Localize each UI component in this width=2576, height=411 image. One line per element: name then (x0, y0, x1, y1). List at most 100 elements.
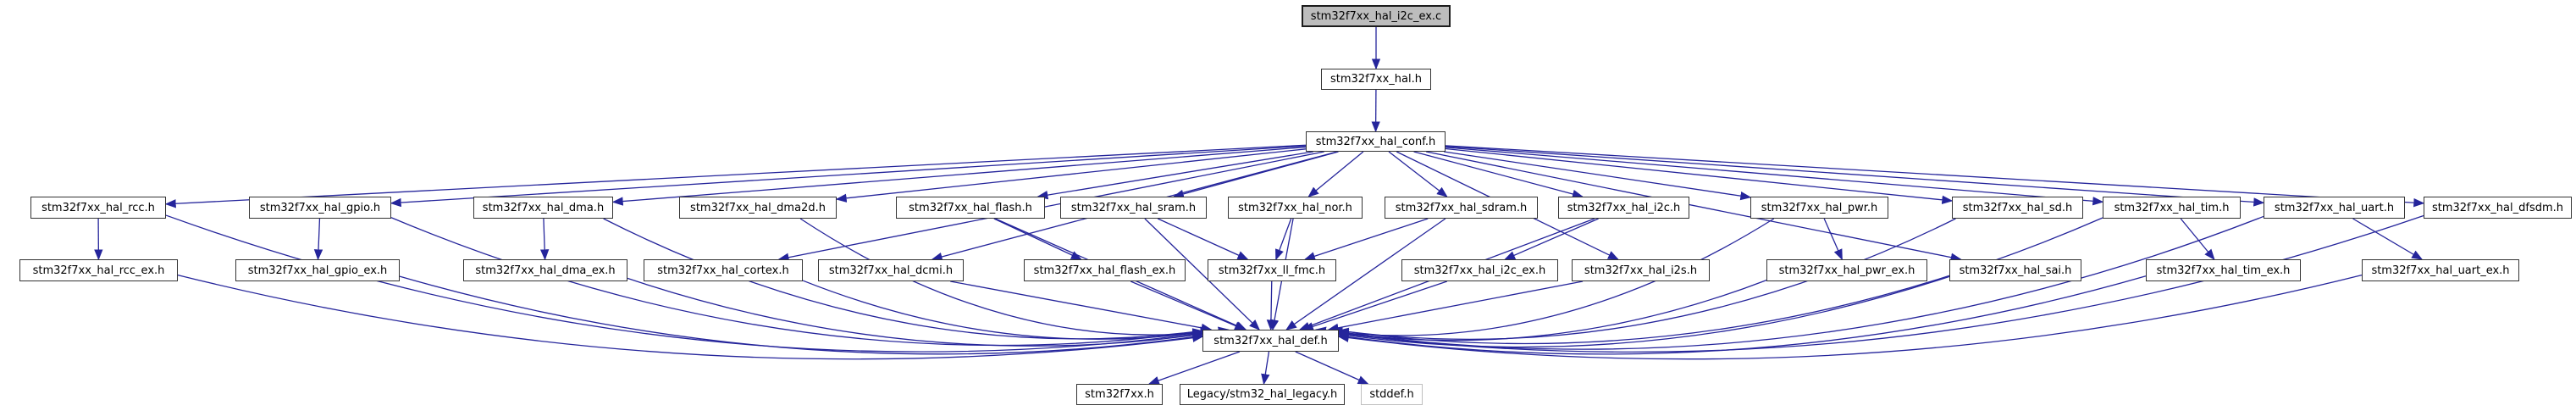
edge-sd-def (1331, 218, 1956, 340)
edge-uart_ex-def (1337, 274, 2363, 360)
edge-gpio_ex-def (399, 275, 1204, 355)
node-label: stm32f7xx_hal_nor.h (1238, 201, 1352, 214)
node-label: stm32f7xx.h (1085, 388, 1154, 401)
edge-nor-ll_fmc (1275, 218, 1292, 261)
node-f7xx[interactable]: stm32f7xx.h (1076, 384, 1163, 405)
edge-dma2d-def (799, 218, 1230, 336)
edge-gpio-gpio_ex (313, 218, 323, 261)
node-label: stm32f7xx_hal_i2c_ex.h (1413, 264, 1546, 277)
edge-dcmi-def (950, 280, 1213, 332)
node-label: stm32f7xx_hal_dma.h (482, 201, 605, 214)
node-label: stm32f7xx_hal_sai.h (1959, 264, 2072, 277)
node-rcc_ex[interactable]: stm32f7xx_hal_rcc_ex.h (19, 259, 178, 281)
node-sd[interactable]: stm32f7xx_hal_sd.h (1952, 197, 2083, 219)
node-hal[interactable]: stm32f7xx_hal.h (1321, 69, 1431, 90)
node-label: stm32f7xx_hal_sram.h (1070, 201, 1197, 214)
edge-def-f7xx (1147, 351, 1241, 385)
node-label: stm32f7xx_hal_i2c.h (1567, 201, 1681, 214)
node-gpio[interactable]: stm32f7xx_hal_gpio.h (249, 197, 391, 219)
edge-dfsdm-def (1337, 214, 2424, 353)
node-label: stm32f7xx_hal_def.h (1213, 334, 1328, 347)
node-pwr[interactable]: stm32f7xx_hal_pwr.h (1750, 197, 1888, 219)
edge-def-legacy (1261, 351, 1270, 386)
node-uart_ex[interactable]: stm32f7xx_hal_uart_ex.h (2362, 259, 2519, 281)
edge-rcc_ex-def (177, 274, 1204, 360)
node-tim_ex[interactable]: stm32f7xx_hal_tim_ex.h (2146, 259, 2301, 281)
edge-sdram-def (1285, 218, 1446, 330)
edge-sdram-ll_fmc (1304, 218, 1429, 261)
node-def[interactable]: stm32f7xx_hal_def.h (1202, 330, 1339, 352)
node-sram[interactable]: stm32f7xx_hal_sram.h (1060, 197, 1207, 219)
node-cortex[interactable]: stm32f7xx_hal_cortex.h (644, 259, 803, 281)
node-dma2d[interactable]: stm32f7xx_hal_dma2d.h (679, 197, 837, 219)
node-i2c[interactable]: stm32f7xx_hal_i2c.h (1558, 197, 1689, 219)
node-legacy[interactable]: Legacy/stm32_hal_legacy.h (1180, 384, 1345, 405)
node-gpio_ex[interactable]: stm32f7xx_hal_gpio_ex.h (235, 259, 400, 281)
node-label: stm32f7xx_hal_dcmi.h (828, 264, 954, 277)
edge-conf-dma2d (835, 148, 1307, 203)
node-flash_ex[interactable]: stm32f7xx_hal_flash_ex.h (1024, 259, 1186, 281)
node-conf[interactable]: stm32f7xx_hal_conf.h (1306, 131, 1446, 152)
edge-uart-def (1337, 215, 2264, 350)
node-label: stm32f7xx_hal_dma_ex.h (475, 264, 616, 277)
node-pwr_ex[interactable]: stm32f7xx_hal_pwr_ex.h (1766, 259, 1927, 281)
edge-rcc-def (165, 214, 1204, 353)
node-label: stm32f7xx_hal_gpio.h (259, 201, 381, 214)
node-label: stm32f7xx_hal_pwr_ex.h (1778, 264, 1915, 277)
edge-flash_ex-def (1130, 280, 1246, 330)
edge-conf-gpio (390, 145, 1307, 208)
node-label: stm32f7xx_hal_rcc.h (41, 201, 155, 214)
edge-conf-tim (1445, 147, 2104, 206)
edge-conf-sai (1426, 151, 1962, 262)
edge-flash-flash_ex (993, 218, 1082, 260)
edge-conf-nor (1307, 151, 1364, 197)
node-label: Legacy/stm32_hal_legacy.h (1186, 388, 1338, 401)
node-tim[interactable]: stm32f7xx_hal_tim.h (2103, 197, 2241, 219)
edge-dma_ex-def (627, 277, 1204, 347)
node-ll_fmc[interactable]: stm32f7xx_ll_fmc.h (1208, 259, 1336, 281)
node-label: stm32f7xx_hal_sdram.h (1395, 201, 1528, 214)
edge-conf-sdram (1388, 151, 1448, 197)
edge-conf-pwr (1444, 151, 1752, 201)
node-label: stm32f7xx_hal_i2s.h (1584, 264, 1698, 277)
node-label: stm32f7xx_hal_uart.h (2274, 201, 2395, 214)
node-label: stm32f7xx_hal_gpio_ex.h (247, 264, 388, 277)
node-flash[interactable]: stm32f7xx_hal_flash.h (896, 197, 1045, 219)
edge-pwr_ex-def (1337, 279, 1767, 342)
node-nor[interactable]: stm32f7xx_hal_nor.h (1228, 197, 1363, 219)
edge-conf-i2c (1413, 151, 1584, 199)
edge-conf-dma (611, 146, 1307, 206)
node-label: stm32f7xx_hal_cortex.h (657, 264, 789, 277)
node-label: stm32f7xx_hal_dfsdm.h (2431, 201, 2564, 214)
edge-uart-uart_ex (2352, 218, 2424, 260)
node-dma_ex[interactable]: stm32f7xx_hal_dma_ex.h (463, 259, 627, 281)
node-label: stm32f7xx_hal_i2c_ex.c (1310, 9, 1442, 23)
node-rcc[interactable]: stm32f7xx_hal_rcc.h (30, 197, 166, 219)
node-dfsdm[interactable]: stm32f7xx_hal_dfsdm.h (2424, 197, 2572, 219)
node-label: stm32f7xx_hal.h (1330, 73, 1422, 86)
node-uart[interactable]: stm32f7xx_hal_uart.h (2264, 197, 2405, 219)
edge-conf-cortex (777, 151, 1324, 262)
node-i2s[interactable]: stm32f7xx_hal_i2s.h (1572, 259, 1710, 281)
node-label: stm32f7xx_ll_fmc.h (1218, 264, 1326, 277)
edge-gpio-def (390, 217, 1204, 347)
edge-dma-dma_ex (539, 218, 550, 261)
edge-def-stddef (1295, 351, 1369, 385)
edge-conf-sd (1445, 147, 1954, 205)
edge-pwr-pwr_ex (1823, 218, 1843, 261)
node-sai[interactable]: stm32f7xx_hal_sai.h (1949, 259, 2081, 281)
node-i2c_ex[interactable]: stm32f7xx_hal_i2c_ex.h (1401, 259, 1558, 281)
edge-cortex-def (802, 280, 1204, 340)
edge-ll_fmc-def (1266, 280, 1276, 331)
node-label: stm32f7xx_hal_conf.h (1315, 135, 1436, 148)
node-label: stm32f7xx_hal_tim_ex.h (2156, 264, 2291, 277)
edge-i2s-def (1327, 280, 1584, 332)
edge-dma-def (603, 218, 1212, 340)
node-i2c_ex_c: stm32f7xx_hal_i2c_ex.c (1302, 5, 1451, 27)
node-dcmi[interactable]: stm32f7xx_hal_dcmi.h (818, 259, 964, 281)
node-dma[interactable]: stm32f7xx_hal_dma.h (473, 197, 613, 219)
node-label: stddef.h (1369, 388, 1414, 401)
node-sdram[interactable]: stm32f7xx_hal_sdram.h (1385, 197, 1538, 219)
